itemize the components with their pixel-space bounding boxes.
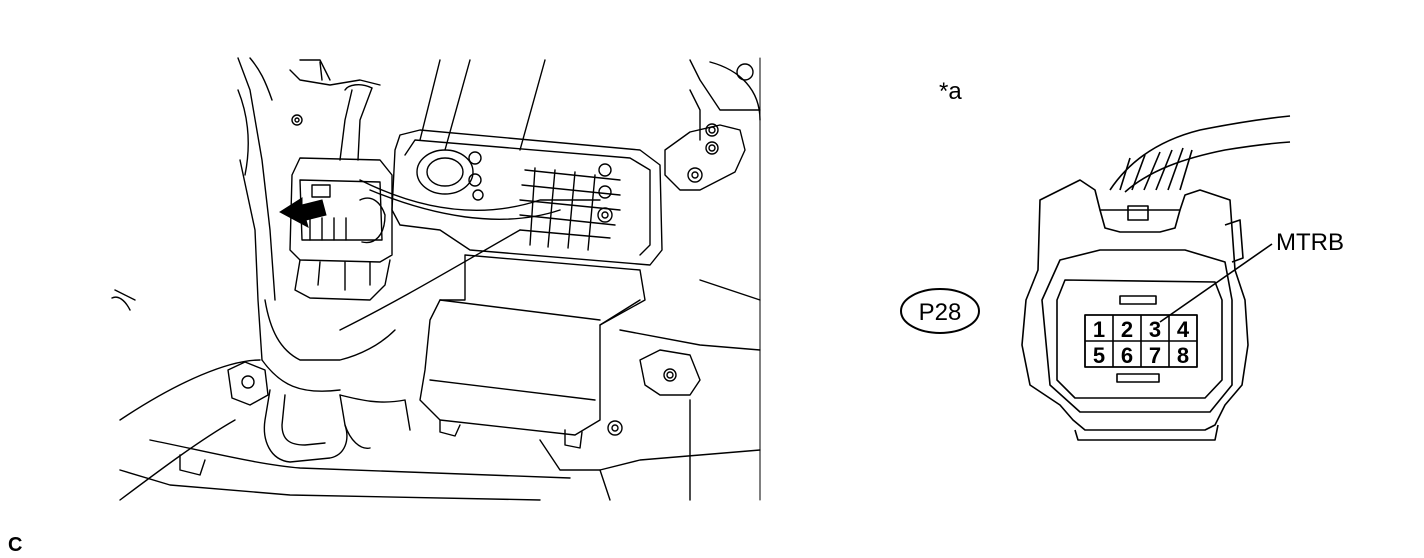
engine-bay-illustration xyxy=(111,57,761,501)
pin-2-label: 2 xyxy=(1121,317,1133,342)
terminal-name-label: MTRB xyxy=(1276,229,1344,256)
corner-code-label: C xyxy=(8,534,22,556)
connector-front-view xyxy=(1021,115,1291,441)
pin-6-label: 6 xyxy=(1121,343,1133,368)
pin-1-label: 1 xyxy=(1093,317,1105,342)
pin-5-label: 5 xyxy=(1093,343,1105,368)
pin-8-label: 8 xyxy=(1177,343,1189,368)
pin-3-label: 3 xyxy=(1149,317,1161,342)
pin-7-label: 7 xyxy=(1149,343,1161,368)
connector-code-oval xyxy=(900,288,980,334)
pointer-arrow xyxy=(279,197,327,228)
callout-star-a: *a xyxy=(939,78,962,105)
pin-4-label: 4 xyxy=(1177,317,1190,342)
terminal-leader-line xyxy=(1159,243,1273,323)
connector-code-label: P28 xyxy=(919,299,962,326)
pin-numbers: 1 2 3 4 5 6 7 8 xyxy=(1093,317,1190,368)
